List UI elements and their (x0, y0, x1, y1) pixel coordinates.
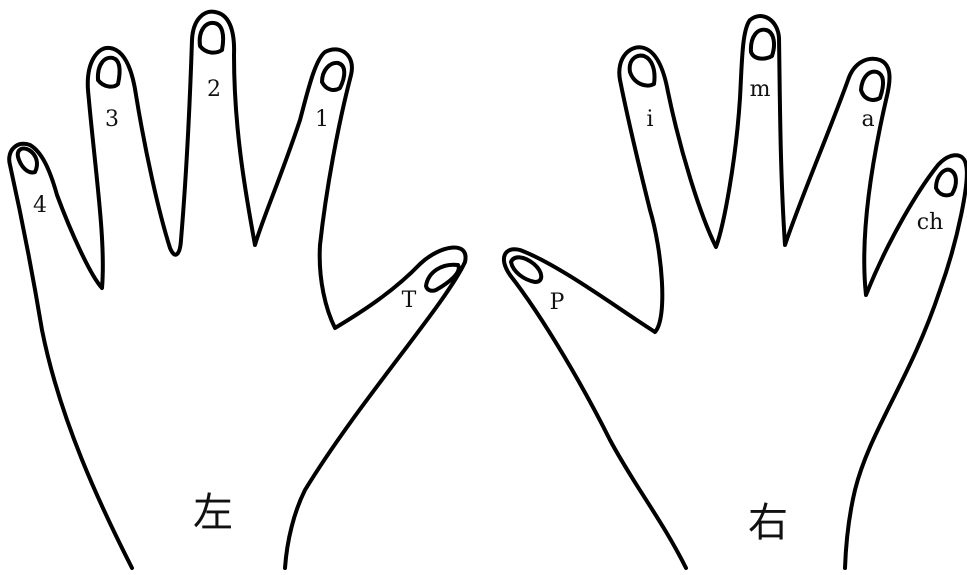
right-middle-nail (751, 30, 774, 59)
left-hand-title: 左 (193, 490, 233, 536)
left-index-label: 1 (315, 107, 329, 132)
right-ring-nail (861, 72, 883, 100)
right-index-label: i (646, 107, 653, 132)
right-ring-label: a (861, 107, 874, 132)
left-little-label: 4 (33, 193, 47, 218)
right-thumb-label: P (550, 290, 565, 315)
right-hand-outline (504, 16, 967, 568)
left-middle-nail (200, 23, 223, 53)
left-middle-label: 2 (207, 77, 221, 102)
right-hand: P i m a ch 右 (504, 16, 967, 568)
left-hand-outline (9, 12, 465, 568)
right-middle-label: m (750, 77, 771, 102)
left-thumb-nail (426, 265, 459, 291)
right-index-nail (630, 56, 655, 86)
left-hand: 4 3 2 1 T 左 (9, 12, 465, 568)
right-little-nail (936, 170, 956, 196)
left-index-nail (322, 63, 344, 90)
right-thumb-nail (511, 257, 541, 282)
left-ring-nail (98, 58, 120, 87)
left-thumb-label: T (402, 288, 417, 313)
left-ring-label: 3 (105, 107, 119, 132)
left-little-nail (18, 148, 37, 172)
right-little-label: ch (917, 210, 944, 235)
right-hand-title: 右 (748, 500, 788, 546)
